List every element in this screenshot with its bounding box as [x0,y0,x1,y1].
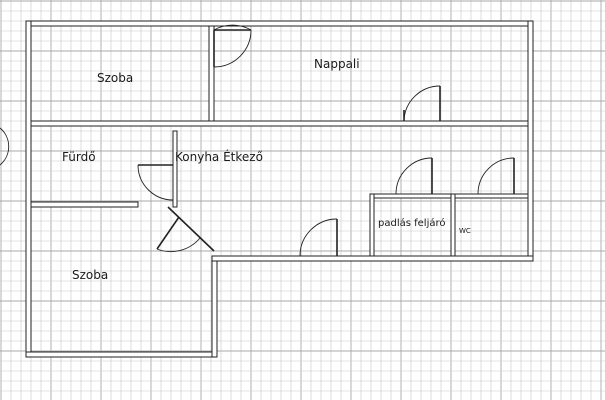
room-label-szoba-top: Szoba [97,71,133,85]
wall-padlas-wc [450,193,456,257]
wall-horizontal-upper [30,120,529,127]
room-label-furdo: Fürdő [62,150,96,164]
room-label-nappali: Nappali [314,57,360,71]
walls [25,20,534,358]
door-diagonal-jamb [167,206,215,252]
room-label-padlas: padlás feljáró [378,217,446,229]
door-top-swing [213,29,252,68]
room-label-konyha: Konyha Étkező [175,149,263,164]
outer-wall-bottom-left-room-right [211,255,218,358]
room-label-wc: WC [459,227,471,235]
door-nappali-arc [403,85,441,122]
wall-storage-top [369,193,529,199]
door-diagonal-arc [156,237,201,253]
wall-padlas-left [369,193,375,257]
outer-wall-right [527,20,534,262]
room-label-szoba-bottom: Szoba [72,268,108,282]
wall-furdo-szoba-left [30,201,139,208]
door-top-arc [213,24,252,31]
outer-wall-bottom-right [211,255,534,262]
outer-wall-left [25,20,32,358]
door-diagonal-leaf [156,216,180,250]
door-padlas-arc [395,157,433,195]
door-entrance-arc [299,218,338,257]
room-labels: Szoba Nappali Fürdő Konyha Étkező Szoba … [62,57,471,282]
doors [137,24,515,257]
outer-wall-bottom [25,351,218,358]
partial-arc-left [0,127,10,166]
wall-szoba-nappali [208,25,215,122]
wall-furdo-konyha [172,130,178,208]
outer-wall-top [25,20,534,27]
door-wc-arc [477,157,515,195]
door-furdo-arc [137,164,174,201]
